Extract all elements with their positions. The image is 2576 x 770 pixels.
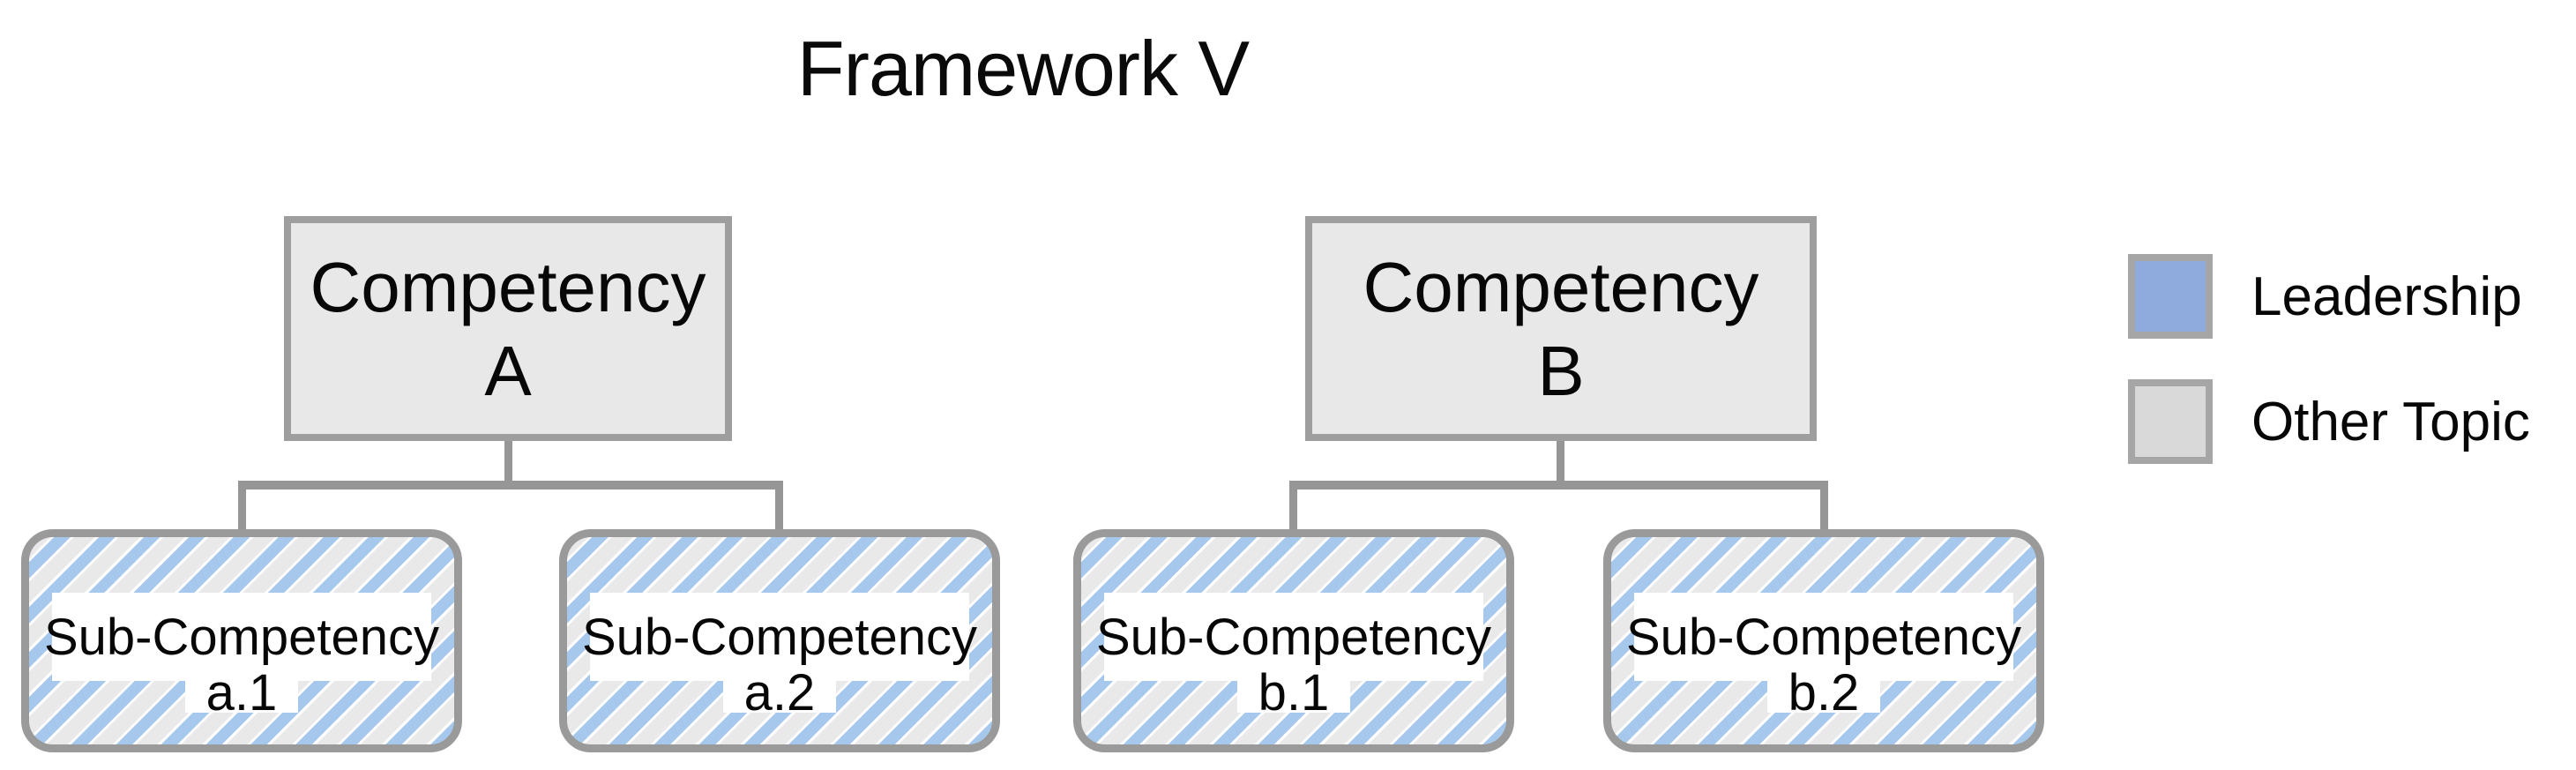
- diagram-title: Framework V: [796, 25, 1250, 112]
- sub-competency-a1-line1: Sub-Competency: [44, 593, 439, 681]
- connector-drop-a1: [238, 490, 246, 531]
- sub-competency-a2-line1: Sub-Competency: [582, 593, 977, 681]
- competency-b-line2: B: [1537, 331, 1585, 410]
- connector-bar-a: [238, 481, 783, 490]
- sub-competency-a2-box: Sub-Competency a.2: [559, 529, 1000, 752]
- sub-competency-a2-label: Sub-Competency a.2: [567, 593, 992, 721]
- legend-other-topic-swatch: [2128, 379, 2213, 464]
- legend-other-topic-label: Other Topic: [2251, 391, 2530, 452]
- sub-competency-a1-label: Sub-Competency a.1: [29, 593, 454, 721]
- sub-competency-b2-line1: Sub-Competency: [1626, 593, 2021, 681]
- competency-a-box: Competency A: [284, 216, 732, 441]
- competency-b-line1: Competency: [1363, 247, 1759, 326]
- sub-competency-b1-label: Sub-Competency b.1: [1081, 593, 1506, 721]
- sub-competency-b2-line2: b.2: [1766, 664, 1881, 721]
- connector-riser-b: [1557, 441, 1564, 482]
- competency-a-line2: A: [484, 331, 532, 410]
- sub-competency-b1-line2: b.1: [1236, 664, 1351, 721]
- sub-competency-a2-line2: a.2: [722, 664, 837, 721]
- sub-competency-a1-line2: a.1: [184, 664, 299, 721]
- legend-leadership-label: Leadership: [2251, 265, 2522, 327]
- competency-a-line1: Competency: [310, 247, 706, 326]
- connector-riser-a: [504, 441, 512, 482]
- sub-competency-b1-box: Sub-Competency b.1: [1073, 529, 1514, 752]
- connector-drop-b1: [1289, 490, 1297, 531]
- connector-drop-a2: [775, 490, 783, 531]
- connector-bar-b: [1289, 481, 1828, 490]
- sub-competency-b1-line1: Sub-Competency: [1096, 593, 1491, 681]
- sub-competency-b2-label: Sub-Competency b.2: [1611, 593, 2036, 721]
- competency-b-box: Competency B: [1305, 216, 1817, 441]
- sub-competency-b2-box: Sub-Competency b.2: [1603, 529, 2044, 752]
- sub-competency-a1-box: Sub-Competency a.1: [21, 529, 462, 752]
- connector-drop-b2: [1820, 490, 1828, 531]
- legend-leadership-swatch: [2128, 254, 2213, 339]
